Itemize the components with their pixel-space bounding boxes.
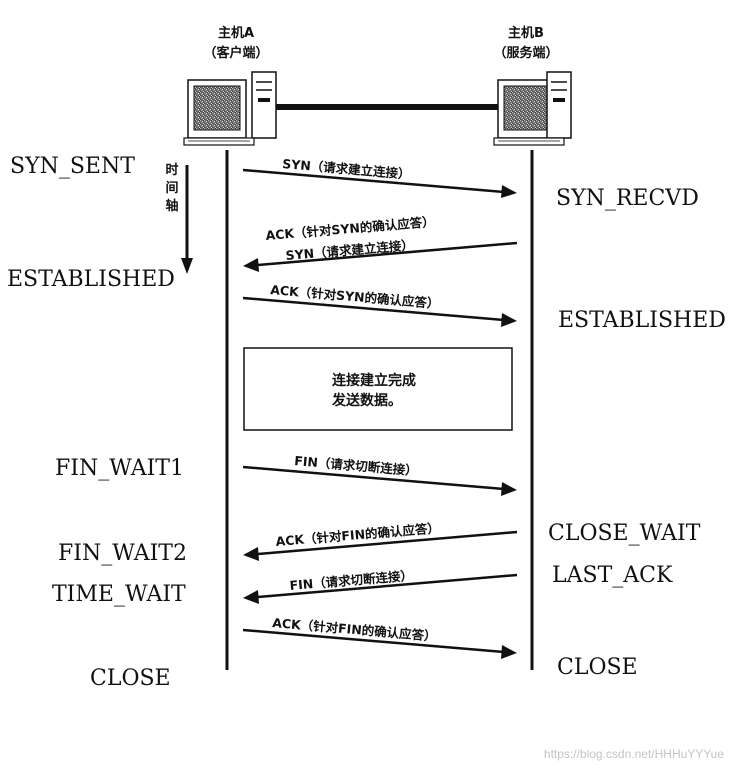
server-state-last-ack: LAST_ACK bbox=[552, 563, 673, 588]
time-axis-char-1: 时 bbox=[165, 162, 178, 178]
data-box-line-1: 连接建立完成 bbox=[332, 372, 416, 389]
client-state-time-wait: TIME_WAIT bbox=[52, 582, 186, 607]
message-fin-2: FIN（请求切断连接） bbox=[243, 568, 518, 604]
time-axis: 时 间 轴 bbox=[165, 162, 193, 274]
host-a-role: （客户端） bbox=[203, 45, 268, 61]
arrowhead-icon bbox=[501, 482, 517, 496]
computer-b-icon bbox=[493, 71, 572, 146]
server-state-close: CLOSE bbox=[557, 655, 638, 680]
message-syn-1: SYN（请求建立连接） bbox=[242, 156, 517, 198]
client-state-established: ESTABLISHED bbox=[7, 267, 175, 292]
message-ack-syn-from-a: ACK（针对SYN的确认应答） bbox=[242, 282, 517, 327]
message-ack-fin-from-a: ACK（针对FIN的确认应答） bbox=[242, 615, 517, 659]
network-cable bbox=[276, 104, 498, 110]
time-axis-char-2: 间 bbox=[165, 180, 178, 196]
client-state-syn-sent: SYN_SENT bbox=[10, 154, 135, 179]
client-state-fin-wait1: FIN_WAIT1 bbox=[55, 456, 184, 481]
arrowhead-icon bbox=[501, 185, 517, 198]
arrowhead-icon bbox=[243, 258, 259, 272]
data-box-line-2: 发送数据。 bbox=[331, 392, 402, 409]
watermark: https://blog.csdn.net/HHHuYYYue bbox=[544, 747, 724, 761]
server-state-close-wait: CLOSE_WAIT bbox=[548, 521, 701, 546]
data-transfer-box: 连接建立完成 发送数据。 bbox=[243, 347, 513, 431]
message-fin-1: FIN（请求切断连接） bbox=[242, 453, 517, 496]
arrowhead-icon bbox=[243, 590, 259, 604]
time-axis-char-3: 轴 bbox=[165, 198, 178, 214]
client-state-fin-wait2: FIN_WAIT2 bbox=[58, 541, 187, 566]
computer-a-icon bbox=[183, 71, 277, 146]
host-b-role: （服务端） bbox=[493, 45, 558, 61]
message-ack-fin-from-b: ACK（针对FIN的确认应答） bbox=[243, 520, 518, 561]
arrowhead-icon bbox=[243, 547, 259, 561]
time-axis-arrowhead-icon bbox=[181, 258, 193, 274]
host-a-name: 主机A bbox=[218, 25, 254, 41]
host-b-name: 主机B bbox=[508, 25, 544, 41]
client-state-close: CLOSE bbox=[90, 666, 171, 691]
message-label: FIN（请求切断连接） bbox=[294, 453, 418, 478]
arrowhead-icon bbox=[501, 313, 517, 327]
server-state-established: ESTABLISHED bbox=[558, 308, 726, 333]
arrowhead-icon bbox=[501, 645, 517, 659]
message-syn-2: SYN（请求建立连接） bbox=[243, 237, 518, 272]
message-label: SYN（请求建立连接） bbox=[285, 237, 414, 263]
server-state-syn-recvd: SYN_RECVD bbox=[556, 186, 699, 211]
